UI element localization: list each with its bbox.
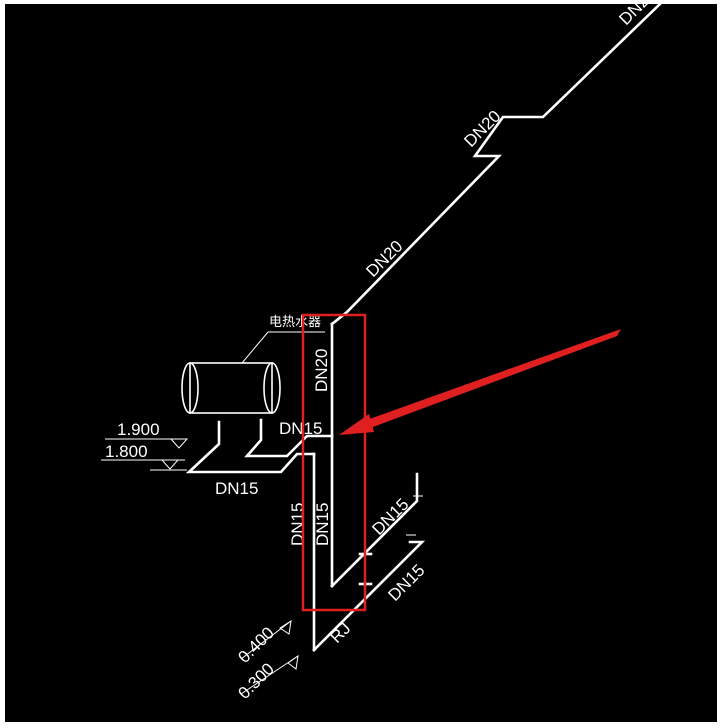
elevation-mark-group-bottom (240, 619, 299, 695)
label-dn15-vertical-right: DN15 (313, 503, 332, 546)
elevation-1800: 1.800 (105, 442, 148, 461)
branch-pipe-heater (244, 418, 334, 458)
main-pipe-upper (330, 4, 662, 326)
right-branch-upper (330, 472, 419, 588)
elevation-0400: 0.400 (234, 623, 278, 667)
label-dn15-right-lower: DN15 (384, 561, 428, 605)
pipe-isometric-drawing: DN2 DN20 DN20 DN20 电热水器 DN15 DN15 DN15 D… (101, 4, 662, 703)
elevation-0300: 0.300 (234, 659, 278, 703)
label-dn15-bottom: DN15 (215, 479, 258, 498)
label-dn20-vertical: DN20 (312, 349, 331, 392)
highlight-arrow (361, 329, 621, 430)
bottom-branch-pipe (185, 420, 316, 474)
elevation-mark-group-left (101, 438, 189, 471)
elevation-1900: 1.900 (117, 420, 160, 439)
heater-leader-line (241, 331, 325, 364)
highlight-arrow-head (339, 414, 374, 435)
right-branch-lower (312, 540, 426, 652)
highlight-box (301, 313, 367, 612)
label-dn15-branch: DN15 (279, 419, 322, 438)
label-rj: RJ (326, 619, 354, 647)
label-dn15-right-upper: DN15 (368, 495, 412, 539)
cad-drawing-canvas: DN2 DN20 DN20 DN20 电热水器 DN15 DN15 DN15 D… (5, 4, 717, 722)
label-heater-name: 电热水器 (269, 315, 321, 330)
water-heater-icon (181, 362, 281, 414)
